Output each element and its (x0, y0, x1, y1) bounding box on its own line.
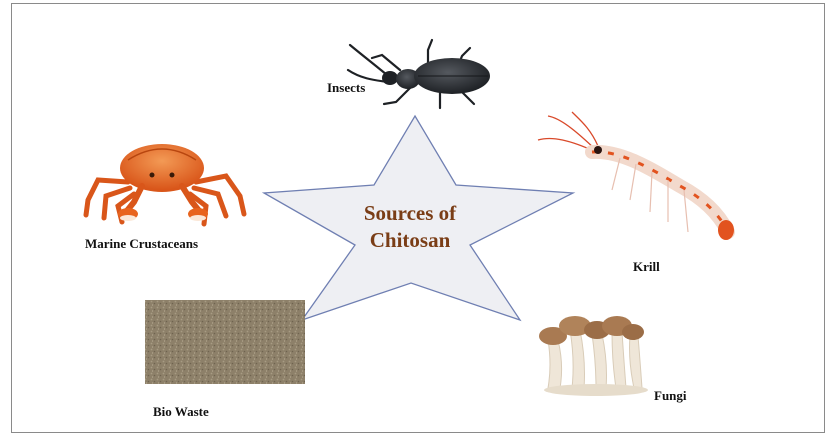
beetle-icon (348, 40, 490, 108)
label-marine-crustaceans: Marine Crustaceans (85, 236, 198, 252)
central-title-line2: Chitosan (340, 227, 480, 254)
crab-icon (86, 144, 244, 224)
label-insects: Insects (327, 80, 365, 96)
krill-icon (538, 112, 734, 240)
label-krill: Krill (633, 259, 660, 275)
label-fungi: Fungi (654, 388, 687, 404)
mushroom-icon (539, 316, 648, 396)
soil-texture-icon (145, 300, 305, 384)
central-title-line1: Sources of (340, 200, 480, 227)
label-bio-waste: Bio Waste (153, 404, 209, 420)
central-title: Sources of Chitosan (340, 200, 480, 254)
